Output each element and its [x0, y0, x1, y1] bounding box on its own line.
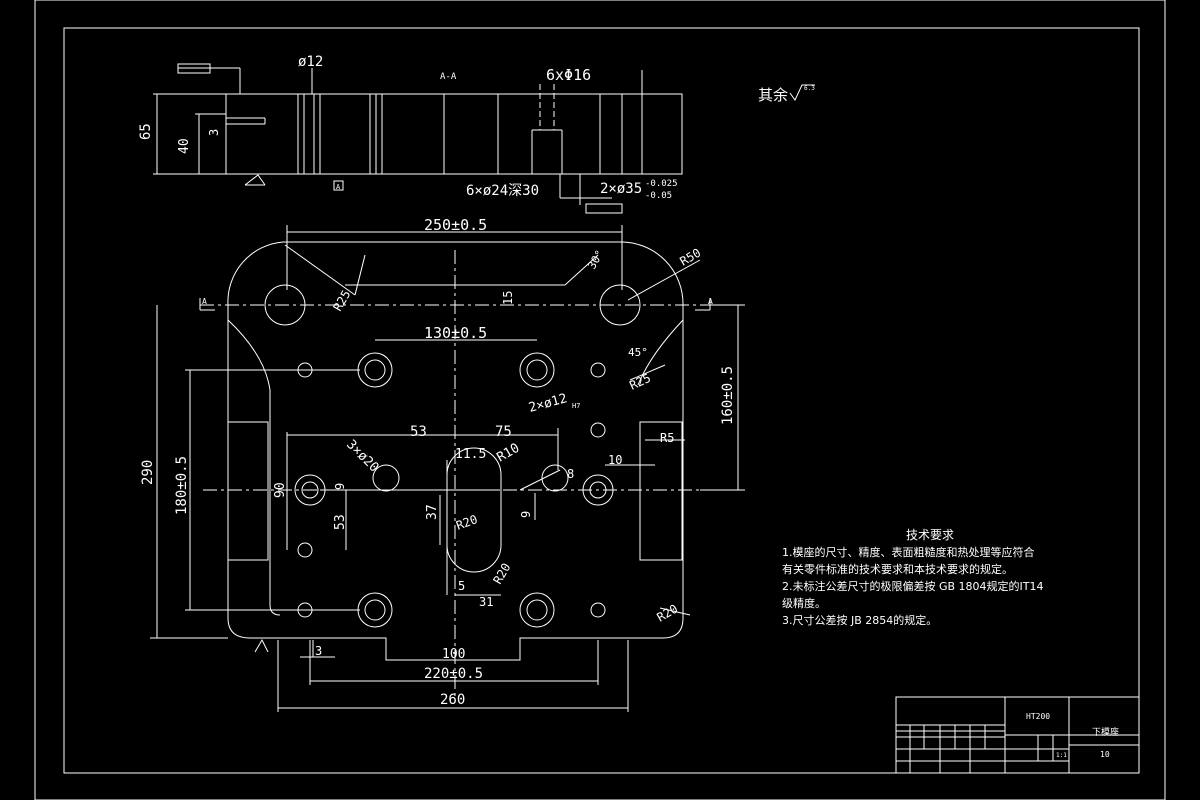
- dim-53: 53: [410, 424, 427, 440]
- plan-view: [150, 225, 745, 712]
- dim-290: 290: [140, 460, 156, 485]
- dim-75: 75: [495, 424, 512, 440]
- ref-a: A: [336, 183, 341, 191]
- dim-9a: 9: [333, 483, 347, 490]
- material: HT200: [1026, 712, 1050, 721]
- tech-line3: 2.未标注公差尺寸的极限偏差按 GB 1804规定的IT14: [782, 579, 1044, 593]
- dim-h7: H7: [572, 402, 580, 410]
- dim-2xphi35: 2×ø35: [600, 181, 642, 197]
- dim-65: 65: [138, 123, 154, 140]
- dim-r10: R10: [495, 441, 523, 466]
- dim-160: 160±0.5: [720, 366, 736, 425]
- dim-6xphi16: 6xΦ16: [546, 66, 591, 84]
- dim-30deg: 30°: [585, 248, 606, 272]
- dim-11-5: 11.5: [455, 447, 486, 462]
- tech-title: 技术要求: [906, 528, 954, 542]
- dim-90: 90: [273, 482, 288, 498]
- title-block: [895, 696, 1140, 774]
- dim-r20c: R20: [655, 602, 681, 625]
- outer-frame: [34, 0, 1166, 800]
- dim-45deg: 45°: [628, 346, 648, 359]
- dim-5: 5: [458, 579, 465, 593]
- tech-line1: 1.模座的尺寸、精度、表面粗糙度和热处理等应符合: [782, 545, 1035, 559]
- tech-line4: 级精度。: [782, 596, 826, 610]
- dim-6xphi24: 6×ø24深30: [466, 183, 539, 199]
- section-marker-right: A: [708, 297, 713, 306]
- dim-10: 10: [608, 453, 622, 467]
- dim-220: 220±0.5: [424, 666, 483, 682]
- tech-requirements: 技术要求 1.模座的尺寸、精度、表面粗糙度和热处理等应符合 有关零件标准的技术要…: [782, 528, 1044, 627]
- dim-r5: R5: [660, 431, 674, 445]
- section-labels: 65 40 3 ø12 A-A 6xΦ16 6×ø24深30 2×ø35 -0.…: [138, 54, 678, 201]
- title-block-text: HT200 下模座 10 1:1: [1026, 712, 1119, 759]
- tol-lower: -0.05: [645, 191, 672, 201]
- dim-r50: R50: [678, 246, 704, 269]
- dim-9b: 9: [519, 511, 533, 518]
- dim-8: 8: [567, 467, 574, 481]
- dim-15: 15: [501, 291, 515, 305]
- scale: 1:1: [1056, 752, 1067, 759]
- dim-250: 250±0.5: [424, 216, 487, 234]
- roughness-value: 6.3: [804, 85, 815, 92]
- roughness-symbol-icon: [789, 84, 815, 101]
- dim-130: 130±0.5: [424, 324, 487, 342]
- dim-phi12: ø12: [298, 54, 323, 70]
- section-marker-left: A: [202, 297, 207, 306]
- dim-180: 180±0.5: [174, 456, 190, 515]
- part-name: 下模座: [1092, 726, 1119, 738]
- tech-line5: 3.尺寸公差按 JB 2854的规定。: [782, 613, 937, 627]
- tol-upper: -0.025: [645, 179, 678, 189]
- drawing-no: 10: [1100, 750, 1110, 759]
- dim-53b: 53: [333, 514, 348, 530]
- dim-3: 3: [207, 129, 221, 136]
- tech-line2: 有关零件标准的技术要求和本技术要求的规定。: [782, 562, 1013, 576]
- dim-3b: 3: [315, 644, 322, 658]
- dim-r20a: R20: [454, 512, 479, 533]
- dim-37: 37: [425, 504, 440, 520]
- dim-2xphi12: 2×ø12: [527, 391, 569, 416]
- dim-40: 40: [177, 138, 192, 154]
- dim-3xphi20: 3×ø20: [343, 437, 381, 475]
- dim-r20b: R20: [490, 561, 513, 587]
- dim-31: 31: [479, 595, 493, 609]
- roughness-note: 其余: [758, 86, 788, 104]
- dim-260: 260: [440, 692, 465, 708]
- inner-frame: [63, 27, 1140, 774]
- section-view: [153, 63, 683, 214]
- dim-r25-right: R25: [627, 371, 653, 393]
- section-label: A-A: [440, 72, 457, 82]
- dim-100: 100: [442, 647, 465, 662]
